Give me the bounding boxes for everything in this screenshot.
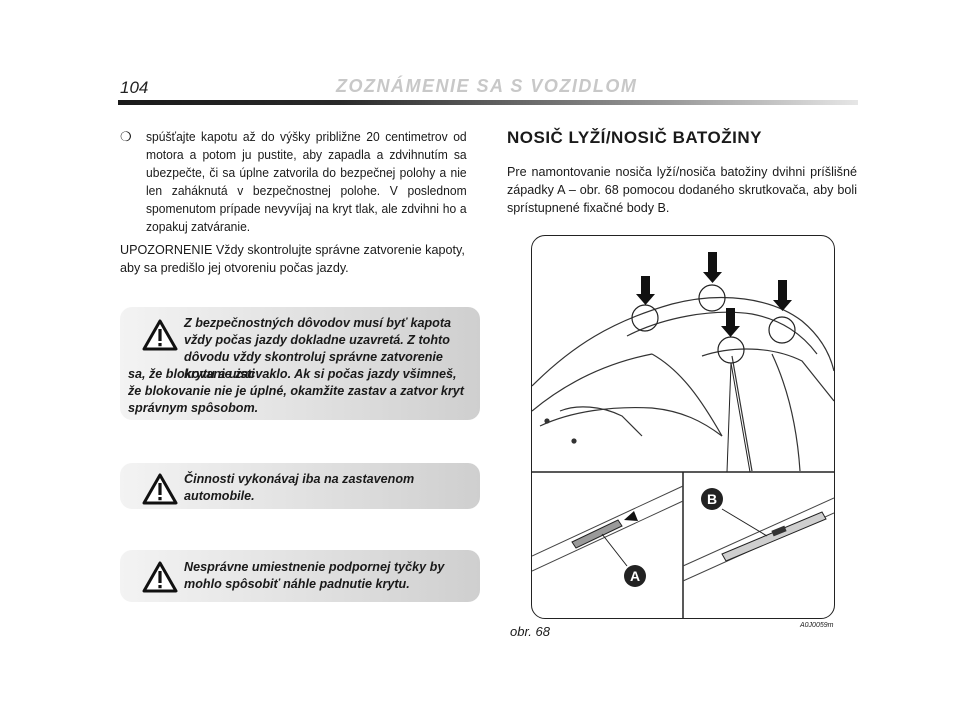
detail-a-inset: A — [532, 485, 684, 587]
warning-text: Činnosti vykonávaj iba na zastavenom aut… — [184, 472, 415, 503]
section-title: NOSIČ LYŽÍ/NOSIČ BATOŽINY — [507, 128, 762, 147]
warning-box-2: Činnosti vykonávaj iba na zastavenom aut… — [120, 463, 480, 509]
warning-box-3: Nesprávne umiestnenie podpornej tyčky by… — [120, 550, 480, 602]
bullet-text: spúšťajte kapotu až do výšky približne 2… — [146, 130, 467, 234]
note-paragraph: UPOZORNENIE Vždy skontrolujte správne za… — [120, 243, 465, 275]
down-arrow-icons — [636, 252, 792, 337]
chapter-title: ZOZNÁMENIE SA S VOZIDLOM — [336, 76, 638, 96]
section-body: Pre namontovanie nosiča lyží/nosiča bato… — [507, 165, 857, 215]
bullet-item: ❍ spúšťajte kapotu až do výšky približne… — [120, 128, 480, 236]
label-a-badge — [624, 565, 646, 587]
page-number: 104 — [120, 78, 149, 97]
warning-text-continued: sa, že blokovanie zacvaklo. Ak si počas … — [128, 367, 464, 415]
figure-code: A0J0059m — [800, 622, 834, 629]
figure-roof-rack: A B — [531, 235, 835, 619]
label-b-badge — [701, 488, 723, 510]
warning-triangle-icon — [142, 561, 178, 593]
warning-text: Z bezpečnostných dôvodov musí byť kapota… — [184, 316, 452, 381]
header-rule — [118, 100, 858, 105]
warning-text: Nesprávne umiestnenie podpornej tyčky by… — [184, 560, 445, 591]
warning-triangle-icon — [142, 319, 178, 351]
label-b: B — [707, 491, 717, 507]
car-body-outline — [532, 296, 834, 472]
bullet-circle-icon: ❍ — [120, 129, 132, 144]
warning-triangle-icon — [142, 473, 178, 505]
warning-box-1: Z bezpečnostných dôvodov musí byť kapota… — [120, 307, 480, 420]
label-a: A — [630, 568, 640, 584]
car-roof-illustration: A B — [532, 252, 834, 618]
figure-caption: obr. 68 — [510, 624, 550, 639]
detail-b-inset: B — [682, 488, 834, 582]
